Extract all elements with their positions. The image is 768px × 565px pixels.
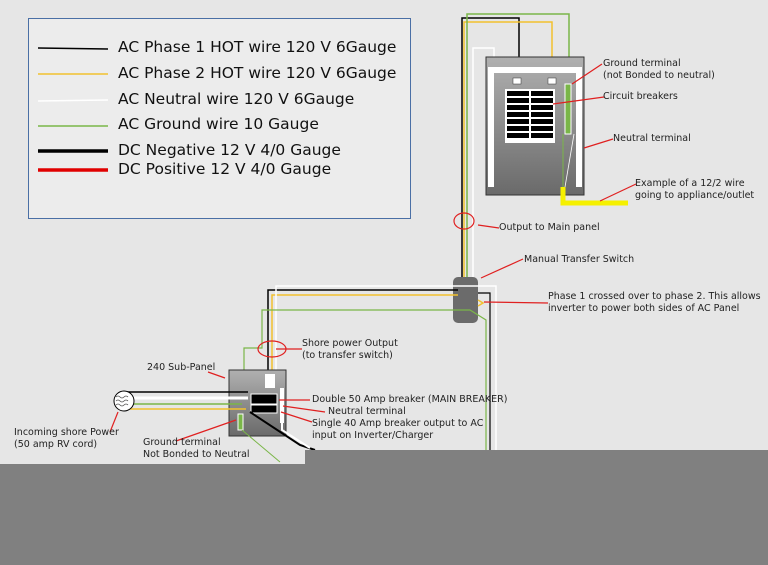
legend-box	[28, 18, 411, 219]
label-transfer-switch: Manual Transfer Switch	[524, 254, 635, 265]
example-wire	[560, 187, 628, 206]
sub-panel	[228, 369, 287, 437]
legend-line-phase1	[37, 47, 109, 50]
ground-terminal-sub	[237, 413, 244, 431]
label-main-breaker: Double 50 Amp breaker (MAIN BREAKER)	[312, 394, 508, 405]
main-panel	[485, 56, 628, 206]
transfer-switch	[453, 277, 478, 323]
annotation-arrows	[109, 63, 637, 442]
shore-cord	[113, 390, 316, 463]
occluding-band	[0, 464, 768, 565]
legend-neutral: AC Neutral wire 120 V 6Gauge	[118, 90, 355, 108]
label-circuit-breakers: Circuit breakers	[603, 91, 678, 102]
label-neutral-terminal-main: Neutral terminal	[613, 133, 691, 144]
label-phase-cross: Phase 1 crossed over to phase 2. This al…	[548, 291, 761, 314]
label-incoming-shore: Incoming shore Power(50 amp RV cord)	[14, 427, 119, 450]
label-sub-panel: 240 Sub-Panel	[147, 362, 216, 373]
legend-phase2: AC Phase 2 HOT wire 120 V 6Gauge	[118, 64, 397, 82]
ground-terminal-main	[564, 83, 572, 135]
neutral-terminal-sub	[280, 388, 284, 423]
label-ground-terminal-main: Ground terminal(not Bonded to neutral)	[603, 58, 715, 81]
label-shore-output: Shore power Output(to transfer switch)	[302, 338, 398, 361]
legend-ground: AC Ground wire 10 Gauge	[118, 115, 319, 133]
legend-dc-negative: DC Negative 12 V 4/0 Gauge	[118, 141, 341, 159]
legend-phase1: AC Phase 1 HOT wire 120 V 6Gauge	[118, 38, 397, 56]
label-neutral-terminal-sub: Neutral terminal	[328, 406, 406, 417]
legend-dc-positive: DC Positive 12 V 4/0 Gauge	[118, 160, 332, 178]
legend-lines	[37, 47, 109, 172]
label-output-main: Output to Main panel	[499, 222, 600, 233]
interconnect-wires	[243, 285, 497, 460]
legend-line-neutral	[37, 99, 109, 102]
